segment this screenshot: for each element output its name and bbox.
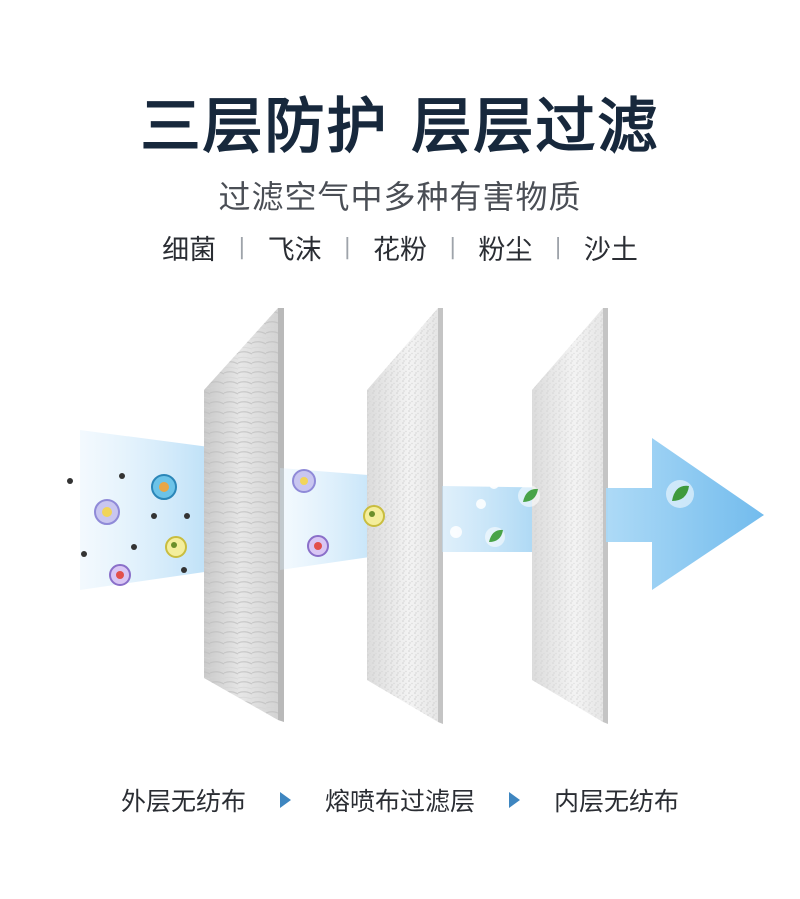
tag-bacteria: 细菌 [162,235,217,266]
page-subtitle: 过滤空气中多种有害物质 [218,178,582,216]
tag-separator: | [238,235,246,260]
tag-separator: | [554,235,562,260]
layer-labels: 外层无纺布 熔喷布过滤层 内层无纺布 [0,782,800,818]
leaf-icon [666,480,694,508]
clean-particles [450,479,540,547]
tag-dust: 粉尘 [478,235,533,266]
inner-nonwoven-layer [532,308,608,724]
arrow-right-icon [279,792,291,808]
tag-sand: 沙土 [583,235,638,266]
tag-pollen: 花粉 [373,235,427,266]
arrow-right-icon [509,792,520,808]
label-outer-nonwoven: 外层无纺布 [120,787,246,816]
meltblown-filter-layer [367,308,443,724]
filtration-illustration [67,308,764,724]
tag-droplets: 飞沫 [267,235,322,266]
pollutant-particles-filtered [292,469,385,557]
tag-separator: | [343,235,351,260]
pollutant-particles-incoming [67,473,190,586]
label-meltblown: 熔喷布过滤层 [324,787,475,816]
clean-air-arrow [606,438,764,590]
page-title: 三层防护 层层过滤 [140,92,660,162]
tag-separator: | [449,235,457,260]
label-inner-nonwoven: 内层无纺布 [554,787,680,816]
airflow-incoming [80,430,232,590]
pollutant-tags: 细菌 | 飞沫 | 花粉 | 粉尘 | 沙土 [0,228,800,267]
outer-nonwoven-layer [204,308,284,722]
